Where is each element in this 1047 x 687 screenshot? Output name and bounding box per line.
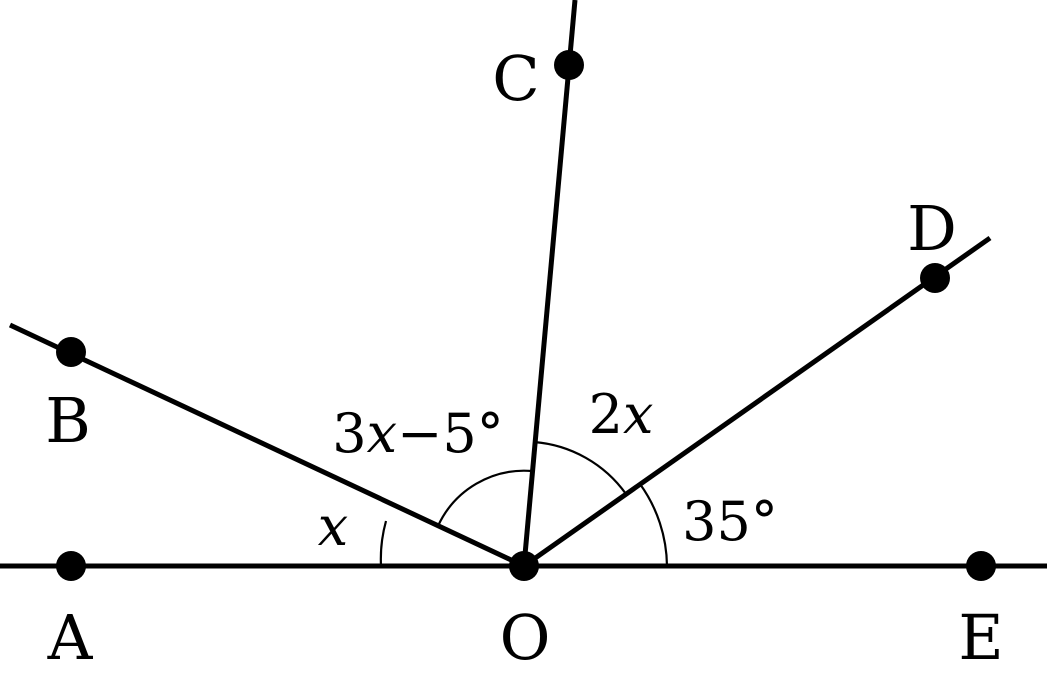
point-e [966, 551, 996, 581]
label-e: E [958, 601, 1003, 674]
point-c [554, 50, 584, 80]
angle-label-doe: 35° [682, 490, 778, 553]
label-d: D [907, 192, 957, 265]
arc-aob [379, 520, 388, 567]
ray-oc [521, 0, 578, 567]
arc-doe [639, 483, 669, 567]
label-a: A [47, 601, 94, 674]
label-o: O [500, 601, 551, 674]
angle-label-cod: 2x [589, 383, 654, 446]
label-c: C [492, 42, 539, 115]
point-b [56, 337, 86, 367]
arc-boc [437, 469, 533, 527]
label-b: B [45, 384, 91, 457]
point-d [920, 263, 950, 293]
arc-cod [533, 440, 627, 495]
ray-od [522, 235, 992, 569]
point-o [509, 551, 539, 581]
angle-label-boc: 3x−5° [332, 402, 503, 465]
angle-label-aob: x [318, 495, 348, 558]
point-a [56, 551, 86, 581]
